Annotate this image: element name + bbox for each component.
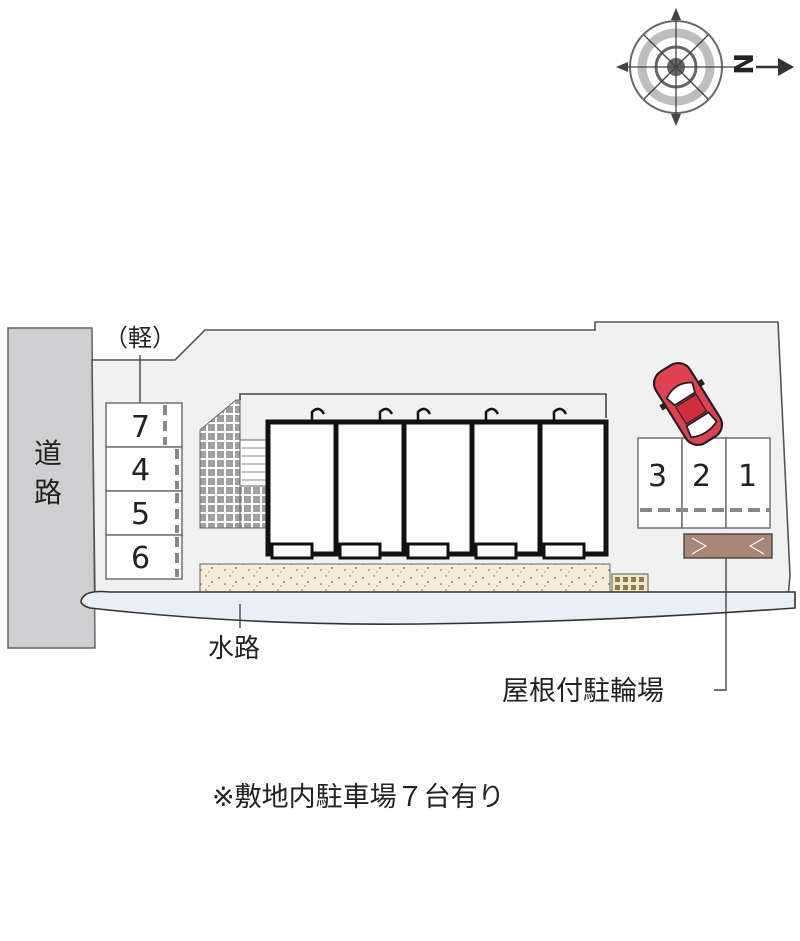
bicycle-parking-label: 屋根付駐輪場 (502, 676, 664, 707)
parking-right: 3 2 1 (637, 437, 771, 529)
stair-area (199, 399, 269, 529)
parking-left: 7 4 5 6 (105, 402, 183, 580)
waterway (80, 590, 796, 625)
compass-rose-icon (616, 8, 736, 126)
bicycle-parking-roof (683, 533, 773, 559)
parking-space-6: 6 (131, 541, 150, 576)
meter-box (611, 573, 649, 595)
parking-space-2: 2 (692, 459, 711, 494)
compass-north-label: N (727, 53, 757, 75)
parking-space-4: 4 (131, 453, 150, 488)
compass: N (616, 8, 794, 126)
footer-note: ※敷地内駐車場７台有り (212, 782, 505, 813)
parking-space-3: 3 (648, 459, 667, 494)
car-icon (652, 361, 724, 447)
apartment-building (239, 393, 609, 560)
road: 道 路 (7, 327, 96, 649)
parking-space-5: 5 (131, 497, 150, 532)
road-label-2: 路 (34, 476, 62, 509)
light-vehicle-label: （軽） (104, 324, 176, 352)
parking-space-7: 7 (131, 410, 150, 445)
parking-space-1: 1 (738, 459, 757, 494)
road-label-1: 道 (34, 437, 62, 470)
waterway-label: 水路 (208, 634, 260, 664)
